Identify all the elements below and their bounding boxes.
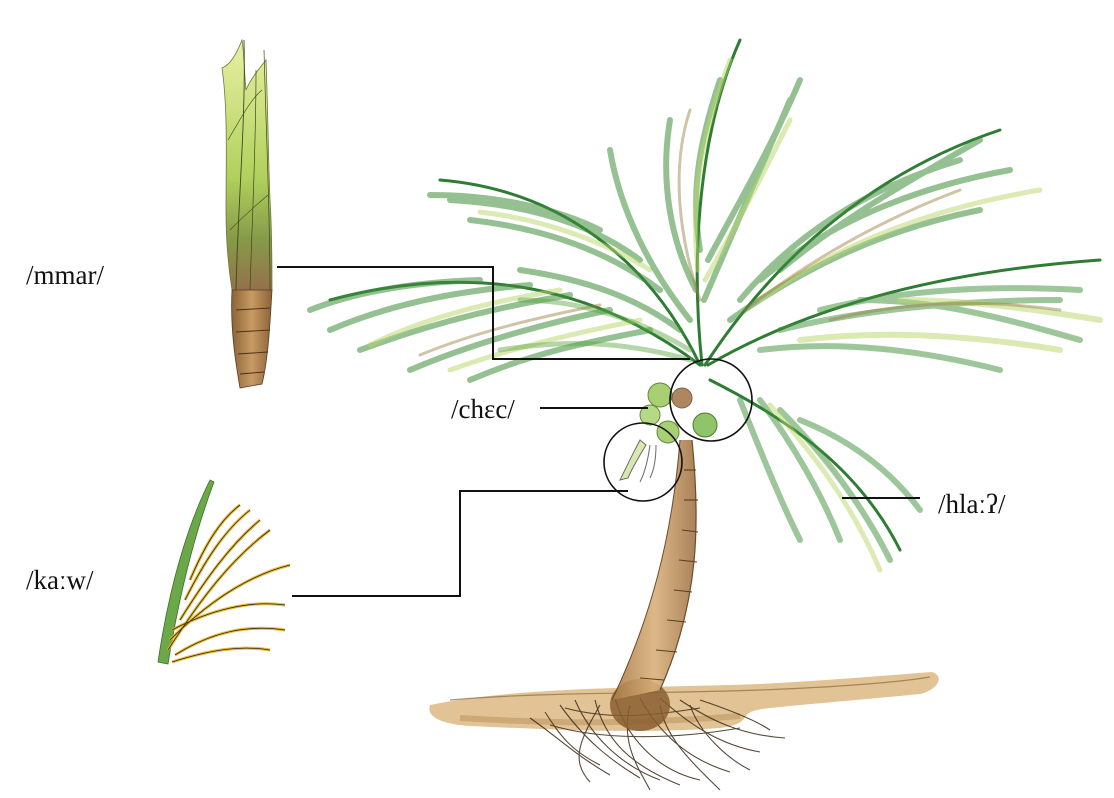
label-chec: /chɛc/ [451,396,515,423]
label-hla: /hlaːʔ/ [938,491,1005,518]
label-kaw: /kaːw/ [26,567,94,594]
leader-line-kaw [292,491,628,596]
frond-top [610,40,800,365]
coconut-cluster [640,383,717,443]
frond-lower-right [710,380,920,570]
ground [429,672,938,731]
frond-left [310,280,700,380]
frond-upper-right [705,130,1040,365]
tree-inflorescence [620,440,656,482]
highlight-circle-inflorescence [604,423,682,501]
label-mmar: /mmar/ [26,262,104,289]
inflorescence-illustration [158,480,290,664]
shoot-illustration [222,40,272,388]
